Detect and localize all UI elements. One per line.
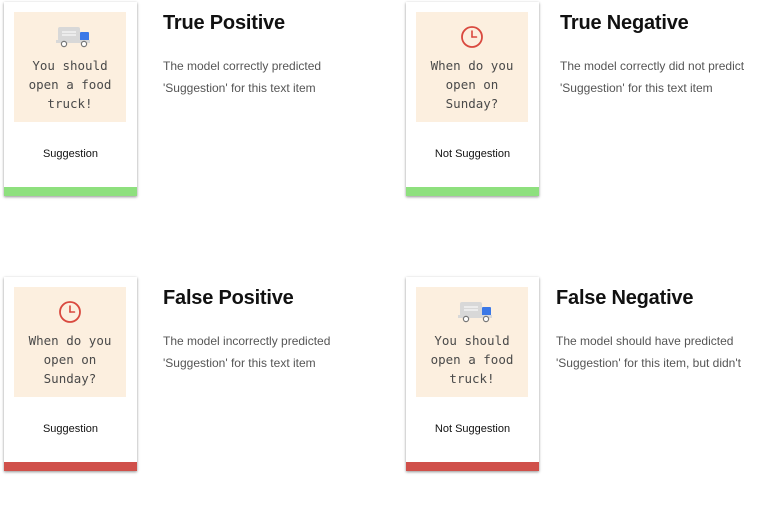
clock-icon	[461, 26, 483, 48]
card-text-line: truck!	[47, 96, 93, 111]
prediction-label: Suggestion	[42, 148, 99, 160]
quadrant-true-negative: When do you open on Sunday? Not Suggesti…	[402, 0, 768, 237]
example-card: When do you open on Sunday? Suggestion	[4, 277, 137, 471]
card-text-line: When do you	[430, 58, 514, 73]
example-card: You should open a food truck! Suggestion	[4, 2, 137, 196]
description-line: The model incorrectly predicted	[163, 334, 331, 348]
quadrant-description: The model incorrectly predicted 'Suggest…	[163, 330, 363, 374]
example-card: You should open a food truck! Not Sugges…	[406, 277, 539, 471]
quadrant-title: False Positive	[163, 287, 294, 309]
status-bar	[4, 187, 137, 196]
card-text: When do you open on Sunday?	[14, 331, 126, 388]
card-text-line: open a food	[28, 77, 112, 92]
quadrant-description: The model should have predicted 'Suggest…	[556, 330, 756, 374]
card-text: When do you open on Sunday?	[416, 56, 528, 113]
quadrant-description: The model correctly predicted 'Suggestio…	[163, 55, 363, 99]
quadrant-description: The model correctly did not predict 'Sug…	[560, 55, 760, 99]
quadrant-title: True Positive	[163, 12, 285, 34]
prediction-label: Suggestion	[42, 423, 99, 435]
truck-icon	[56, 27, 90, 48]
card-text-line: When do you	[28, 333, 112, 348]
prediction-label: Not Suggestion	[434, 423, 511, 435]
card-text-line: You should	[32, 58, 108, 73]
card-text: You should open a food truck!	[416, 331, 528, 388]
description-line: 'Suggestion' for this text item	[163, 356, 316, 370]
card-text-line: open on	[445, 77, 499, 92]
card-content: When do you open on Sunday?	[416, 12, 528, 122]
card-content: When do you open on Sunday?	[14, 287, 126, 397]
prediction-label: Not Suggestion	[434, 148, 511, 160]
card-text-line: open on	[43, 352, 97, 367]
card-content: You should open a food truck!	[14, 12, 126, 122]
example-card: When do you open on Sunday? Not Suggesti…	[406, 2, 539, 196]
card-text: You should open a food truck!	[14, 56, 126, 113]
card-text-line: Sunday?	[445, 96, 499, 111]
card-text-line: truck!	[449, 371, 495, 386]
status-bar	[406, 187, 539, 196]
card-content: You should open a food truck!	[416, 287, 528, 397]
clock-icon	[59, 301, 81, 323]
truck-icon	[458, 302, 492, 323]
description-line: The model correctly did not predict	[560, 59, 745, 73]
quadrant-false-negative: You should open a food truck! Not Sugges…	[402, 275, 768, 512]
quadrant-title: True Negative	[560, 12, 689, 34]
status-bar	[406, 462, 539, 471]
card-text-line: Sunday?	[43, 371, 97, 386]
description-line: 'Suggestion' for this text item	[163, 81, 316, 95]
card-text-line: open a food	[430, 352, 514, 367]
card-text-line: You should	[434, 333, 510, 348]
description-line: The model should have predicted	[556, 334, 734, 348]
quadrant-true-positive: You should open a food truck! Suggestion…	[0, 0, 384, 237]
description-line: 'Suggestion' for this item, but didn't	[556, 356, 741, 370]
quadrant-title: False Negative	[556, 287, 694, 309]
description-line: 'Suggestion' for this text item	[560, 81, 713, 95]
quadrant-false-positive: When do you open on Sunday? Suggestion F…	[0, 275, 384, 512]
status-bar	[4, 462, 137, 471]
description-line: The model correctly predicted	[163, 59, 322, 73]
